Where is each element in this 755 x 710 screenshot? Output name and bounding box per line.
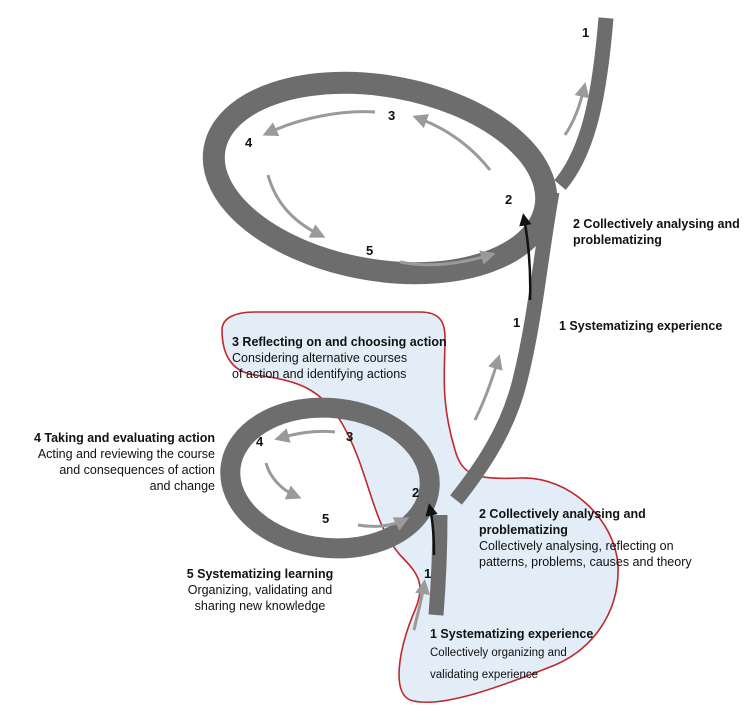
lower-ribbon-stem [428, 514, 448, 616]
upper-arrow-2 [399, 250, 496, 267]
lower-arrow-1-up [473, 354, 503, 421]
upper-number-1-mid: 1 [513, 315, 520, 330]
upper-arrow-5 [266, 174, 326, 238]
step4-desc-line2: and consequences of action [59, 463, 215, 477]
step2-label: 2 Collectively analysing and problematiz… [479, 506, 692, 570]
upper-number-4: 4 [245, 135, 253, 150]
step3-label: 3 Reflecting on and choosing action Cons… [232, 334, 447, 382]
upper-number-1-top: 1 [582, 25, 589, 40]
lower-number-5: 5 [322, 511, 329, 526]
upper-step1-label: 1 Systematizing experience [559, 318, 722, 334]
lower-arrow-dark [425, 503, 438, 556]
middle-ribbon [450, 190, 560, 505]
step2-desc-line2: patterns, problems, causes and theory [479, 555, 692, 569]
lower-arrow-1-bottom [412, 579, 431, 631]
upper-ribbon-stem [554, 17, 614, 190]
step1-desc-line2: validating experience [430, 669, 539, 681]
lower-number-1: 1 [424, 566, 431, 581]
step2-title-line2: problematizing [479, 523, 568, 537]
step5-title: 5 Systematizing learning [186, 567, 334, 581]
upper-arrow-3 [412, 114, 492, 171]
upper-number-5: 5 [366, 243, 373, 258]
step4-label: 4 Taking and evaluating action Acting an… [10, 430, 215, 494]
lower-arrow-4 [264, 462, 302, 500]
step1-title: 1 Systematizing experience [430, 627, 594, 641]
step5-desc-line1: Organizing, validating and [187, 583, 333, 597]
lower-arrow-3 [274, 428, 336, 443]
step3-desc-line2: of action and identifying actions [232, 367, 407, 381]
step3-title: 3 Reflecting on and choosing action [232, 335, 447, 349]
lower-number-3: 3 [346, 429, 353, 444]
step4-desc-line3: and change [149, 479, 215, 493]
step4-title: 4 Taking and evaluating action [33, 431, 215, 445]
step1-desc-line1: Collectively organizing and [430, 647, 567, 659]
upper-arrow-4 [262, 110, 376, 136]
upper-step2-title-line1: 2 Collectively analysing and [573, 217, 740, 231]
upper-loop [202, 71, 558, 285]
lower-number-2: 2 [412, 485, 419, 500]
upper-arrow-dark [519, 213, 532, 301]
step5-desc-line2: sharing new knowledge [194, 599, 326, 613]
lower-number-4: 4 [256, 434, 264, 449]
lower-arrow-5 [357, 517, 410, 531]
step2-desc-line1: Collectively analysing, reflecting on [479, 539, 674, 553]
upper-step2-label: 2 Collectively analysing and problematiz… [573, 216, 740, 248]
upper-number-3: 3 [388, 108, 395, 123]
step5-label: 5 Systematizing learning Organizing, val… [160, 566, 360, 614]
upper-step1-title: 1 Systematizing experience [559, 319, 723, 333]
step3-desc-line1: Considering alternative courses [232, 351, 408, 365]
upper-number-2: 2 [505, 192, 512, 207]
upper-step2-title-line2: problematizing [573, 233, 662, 247]
step1-label: 1 Systematizing experience Collectively … [430, 626, 593, 686]
upper-arrow-1-top [563, 82, 590, 136]
lower-loop [220, 397, 440, 559]
step4-desc-line1: Acting and reviewing the course [37, 447, 215, 461]
step2-title-line1: 2 Collectively analysing and [479, 507, 646, 521]
